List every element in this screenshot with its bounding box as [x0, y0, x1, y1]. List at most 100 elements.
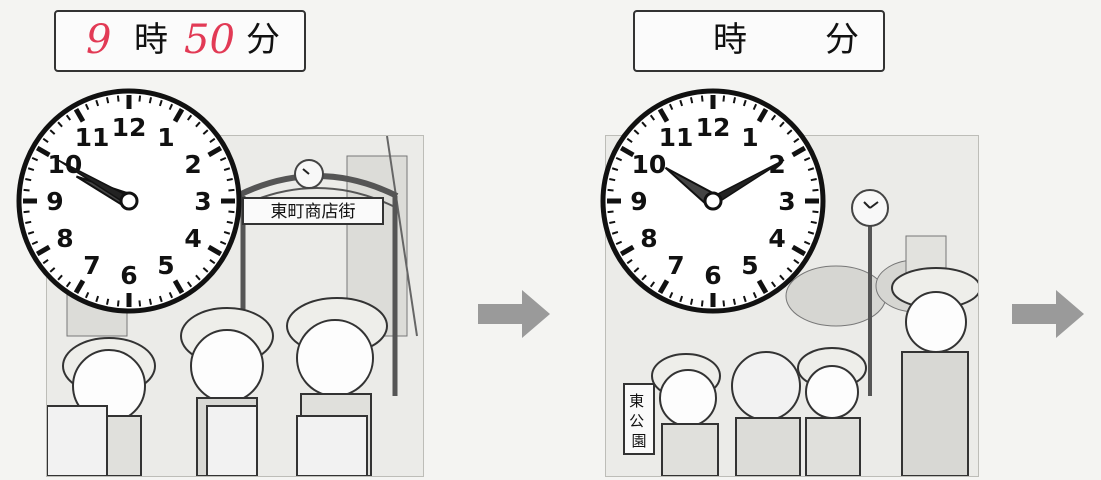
minute-tick [42, 258, 49, 265]
clock-numeral: 12 [112, 113, 147, 142]
minute-tick [779, 274, 785, 281]
clock-numeral: 8 [640, 224, 657, 253]
minute-unit-label: 分 [825, 20, 859, 60]
minute-tick [95, 295, 100, 303]
hour-tick [619, 145, 635, 158]
minute-tick [641, 274, 647, 281]
minute-tick [226, 220, 233, 225]
minute-tick [626, 137, 633, 144]
clock-numeral: 8 [56, 224, 73, 253]
hour-tick [756, 279, 769, 295]
minute-tick [611, 167, 619, 172]
minute-tick [812, 188, 819, 192]
minute-tick [649, 114, 656, 121]
clock-numeral: 1 [157, 123, 174, 152]
minute-tick [42, 137, 49, 144]
minute-tick [812, 210, 819, 214]
minute-tick [25, 220, 32, 225]
park-sign-char-1: 東 [629, 392, 644, 410]
minute-tick [803, 156, 811, 162]
minute-tick [807, 167, 815, 172]
minute-tick [722, 95, 726, 102]
minute-tick [810, 220, 817, 225]
minute-tick [95, 99, 100, 107]
clock-numeral: 4 [768, 224, 785, 253]
minute-tick [633, 129, 640, 135]
panel-1: 9 時 50 分 東町商店街 [0, 0, 470, 477]
minute-tick [609, 177, 616, 182]
minute-tick [607, 188, 614, 192]
minute-tick [607, 210, 614, 214]
minute-tick [57, 121, 63, 128]
minute-tick [186, 114, 193, 121]
minute-tick [700, 95, 704, 102]
minute-tick [105, 298, 110, 305]
hour-tick [35, 244, 51, 257]
clock-numeral: 11 [659, 123, 694, 152]
minute-tick [689, 97, 694, 104]
minute-tick [803, 240, 811, 246]
hour-tick [207, 145, 223, 158]
minute-tick [195, 274, 201, 281]
hour-unit-label: 時 [134, 20, 168, 60]
children-and-teacher-illustration [651, 267, 981, 477]
hour-tick [35, 145, 51, 158]
minute-tick [742, 295, 747, 303]
clock-center [119, 191, 139, 211]
minute-tick [138, 300, 142, 307]
clock-numeral: 3 [194, 187, 211, 216]
minute-tick [700, 300, 704, 307]
minute-tick [25, 177, 32, 182]
minute-tick [202, 129, 209, 135]
hour-tick [73, 279, 86, 295]
clock-numeral: 4 [184, 224, 201, 253]
analog-clock: 121234567891011 [16, 88, 242, 314]
minute-tick [23, 210, 30, 214]
minute-tick [223, 230, 231, 235]
clock-numeral: 7 [667, 251, 684, 280]
minute-tick [223, 167, 231, 172]
clock-numeral: 9 [46, 187, 63, 216]
minute-tick [23, 188, 30, 192]
minute-tick [689, 298, 694, 305]
hour-tick [619, 244, 635, 257]
minute-tick [649, 281, 656, 288]
minute-tick [615, 240, 623, 246]
minute-tick [195, 121, 201, 128]
hour-tick [73, 107, 86, 123]
minute-tick [679, 99, 684, 107]
hour-tick [172, 279, 185, 295]
minute-tick [770, 281, 777, 288]
minute-answer: 50 [184, 17, 235, 63]
clock-numeral: 5 [741, 251, 758, 280]
minute-tick [31, 240, 39, 246]
minute-unit-label: 分 [246, 20, 280, 60]
clock-numeral: 2 [184, 150, 201, 179]
minute-tick [732, 298, 737, 305]
minute-tick [615, 156, 623, 162]
minute-tick [770, 114, 777, 121]
hour-tick [172, 107, 185, 123]
clock-center [703, 191, 723, 211]
time-answer-box-1: 9 時 50 分 [54, 10, 306, 72]
minute-tick [168, 291, 174, 299]
clock-numeral: 5 [157, 251, 174, 280]
minute-tick [57, 274, 63, 281]
clock-numeral: 10 [632, 150, 667, 179]
minute-tick [202, 267, 209, 273]
shopping-street-illustration: 東町商店街 [46, 135, 418, 477]
hour-tick [791, 244, 807, 257]
minute-tick [158, 99, 163, 107]
clock-numeral: 1 [741, 123, 758, 152]
minute-tick [27, 167, 35, 172]
minute-tick [84, 103, 90, 111]
minute-tick [49, 267, 56, 273]
time-answer-box-2[interactable]: 時 分 [633, 10, 885, 72]
minute-tick [807, 230, 815, 235]
scene-park: 東 公 園 [605, 135, 981, 477]
minute-tick [148, 298, 153, 305]
minute-tick [668, 103, 674, 111]
hour-tick [791, 145, 807, 158]
minute-tick [752, 103, 758, 111]
minute-tick [116, 95, 120, 102]
